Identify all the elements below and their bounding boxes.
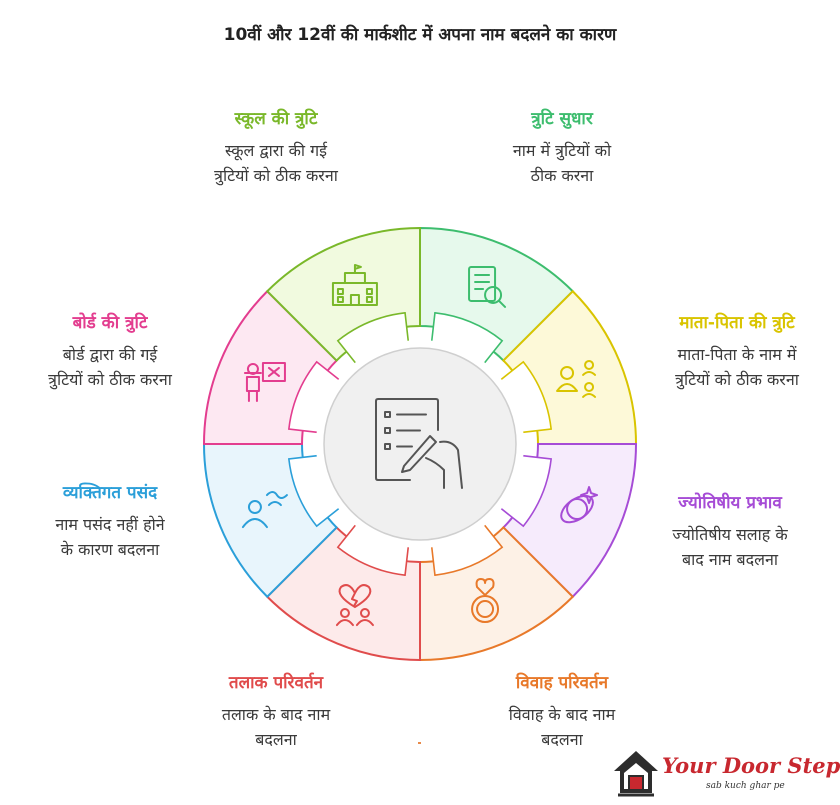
segment-heading: बोर्ड की त्रुटि (72, 313, 148, 333)
ring-icon (471, 578, 500, 624)
segment-heading: विवाह परिवर्तन (515, 673, 609, 693)
segment-label: व्यक्तिगत पसंद नाम पसंद नहीं होनेके कारण … (10, 482, 210, 562)
segment-heading: व्यक्तिगत पसंद (62, 483, 158, 503)
document-edit-icon (375, 398, 463, 489)
astrology-icon (560, 486, 599, 524)
segment-description: ज्योतिषीय सलाह केबाद नाम बदलना (672, 525, 788, 569)
segment-label: त्रुटि सुधार नाम में त्रुटियों कोठीक करना (462, 108, 662, 188)
page-title: 10वीं और 12वीं की मार्कशीट में अपना नाम … (223, 25, 617, 45)
school-icon (331, 263, 378, 306)
logo-text: Your Door Step (662, 753, 840, 778)
house-logo-icon (614, 751, 658, 797)
person-choice-icon (241, 491, 288, 529)
segment-heading: त्रुटि सुधार (531, 109, 593, 129)
segment-heading: माता-पिता की त्रुटि (679, 313, 795, 333)
segment-label: माता-पिता की त्रुटि माता-पिता के नाम मेंत… (632, 312, 840, 392)
document-search-icon (468, 265, 507, 308)
segment-description: नाम पसंद नहीं होनेके कारण बदलना (55, 515, 165, 559)
segment-heading: तलाक परिवर्तन (228, 673, 324, 693)
segment-heading: स्कूल की त्रुटि (234, 109, 318, 129)
family-icon (556, 359, 597, 398)
decorative-dot (418, 742, 421, 744)
logo-tagline: sab kuch ghar pe (706, 781, 785, 791)
board-error-icon (243, 361, 286, 402)
segment-heading: ज्योतिषीय प्रभाव (678, 493, 782, 513)
center-hub (323, 347, 517, 541)
segment-label: ज्योतिषीय प्रभाव ज्योतिषीय सलाह केबाद नाम… (630, 492, 830, 572)
brand-logo: Your Door Step sab kuch ghar pe (610, 745, 840, 801)
segment-description: नाम में त्रुटियों कोठीक करना (512, 141, 612, 185)
segment-description: माता-पिता के नाम मेंत्रुटियों को ठीक करन… (675, 345, 799, 389)
broken-heart-icon (335, 584, 374, 627)
